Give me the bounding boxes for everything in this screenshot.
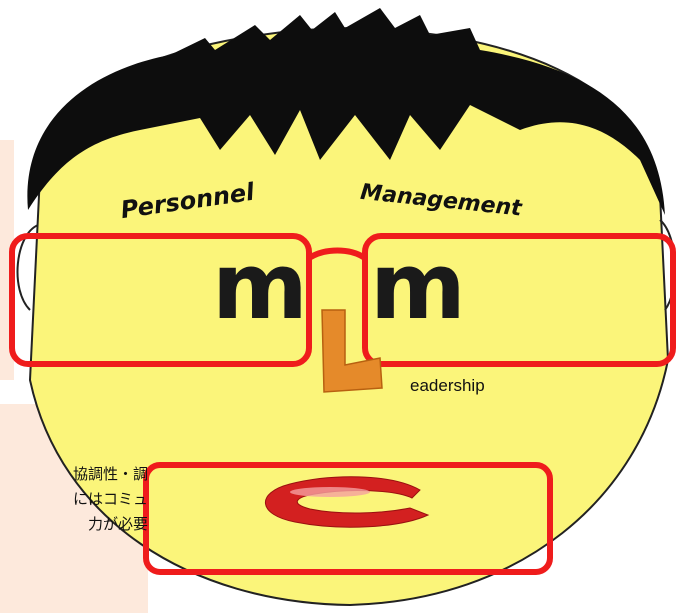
hair — [27, 8, 665, 215]
note-line-1: 協調性・調 — [72, 465, 148, 483]
note-text: 協調性・調 にはコミュ 力が必要 — [0, 462, 148, 537]
nose-letter-l — [321, 309, 383, 393]
leadership-label: eadership — [410, 376, 485, 395]
letter-right-m: m — [370, 233, 466, 340]
right-lens-frame — [362, 233, 676, 367]
left-lens-frame — [9, 233, 312, 367]
glasses-bridge — [307, 247, 367, 261]
note-line-3: 力が必要 — [87, 515, 148, 533]
left-ear — [16, 224, 39, 311]
mouth-highlight — [290, 487, 370, 497]
mouth-frame — [143, 462, 553, 575]
letter-left-m: m — [212, 233, 308, 340]
note-line-2: にはコミュ — [72, 490, 148, 508]
